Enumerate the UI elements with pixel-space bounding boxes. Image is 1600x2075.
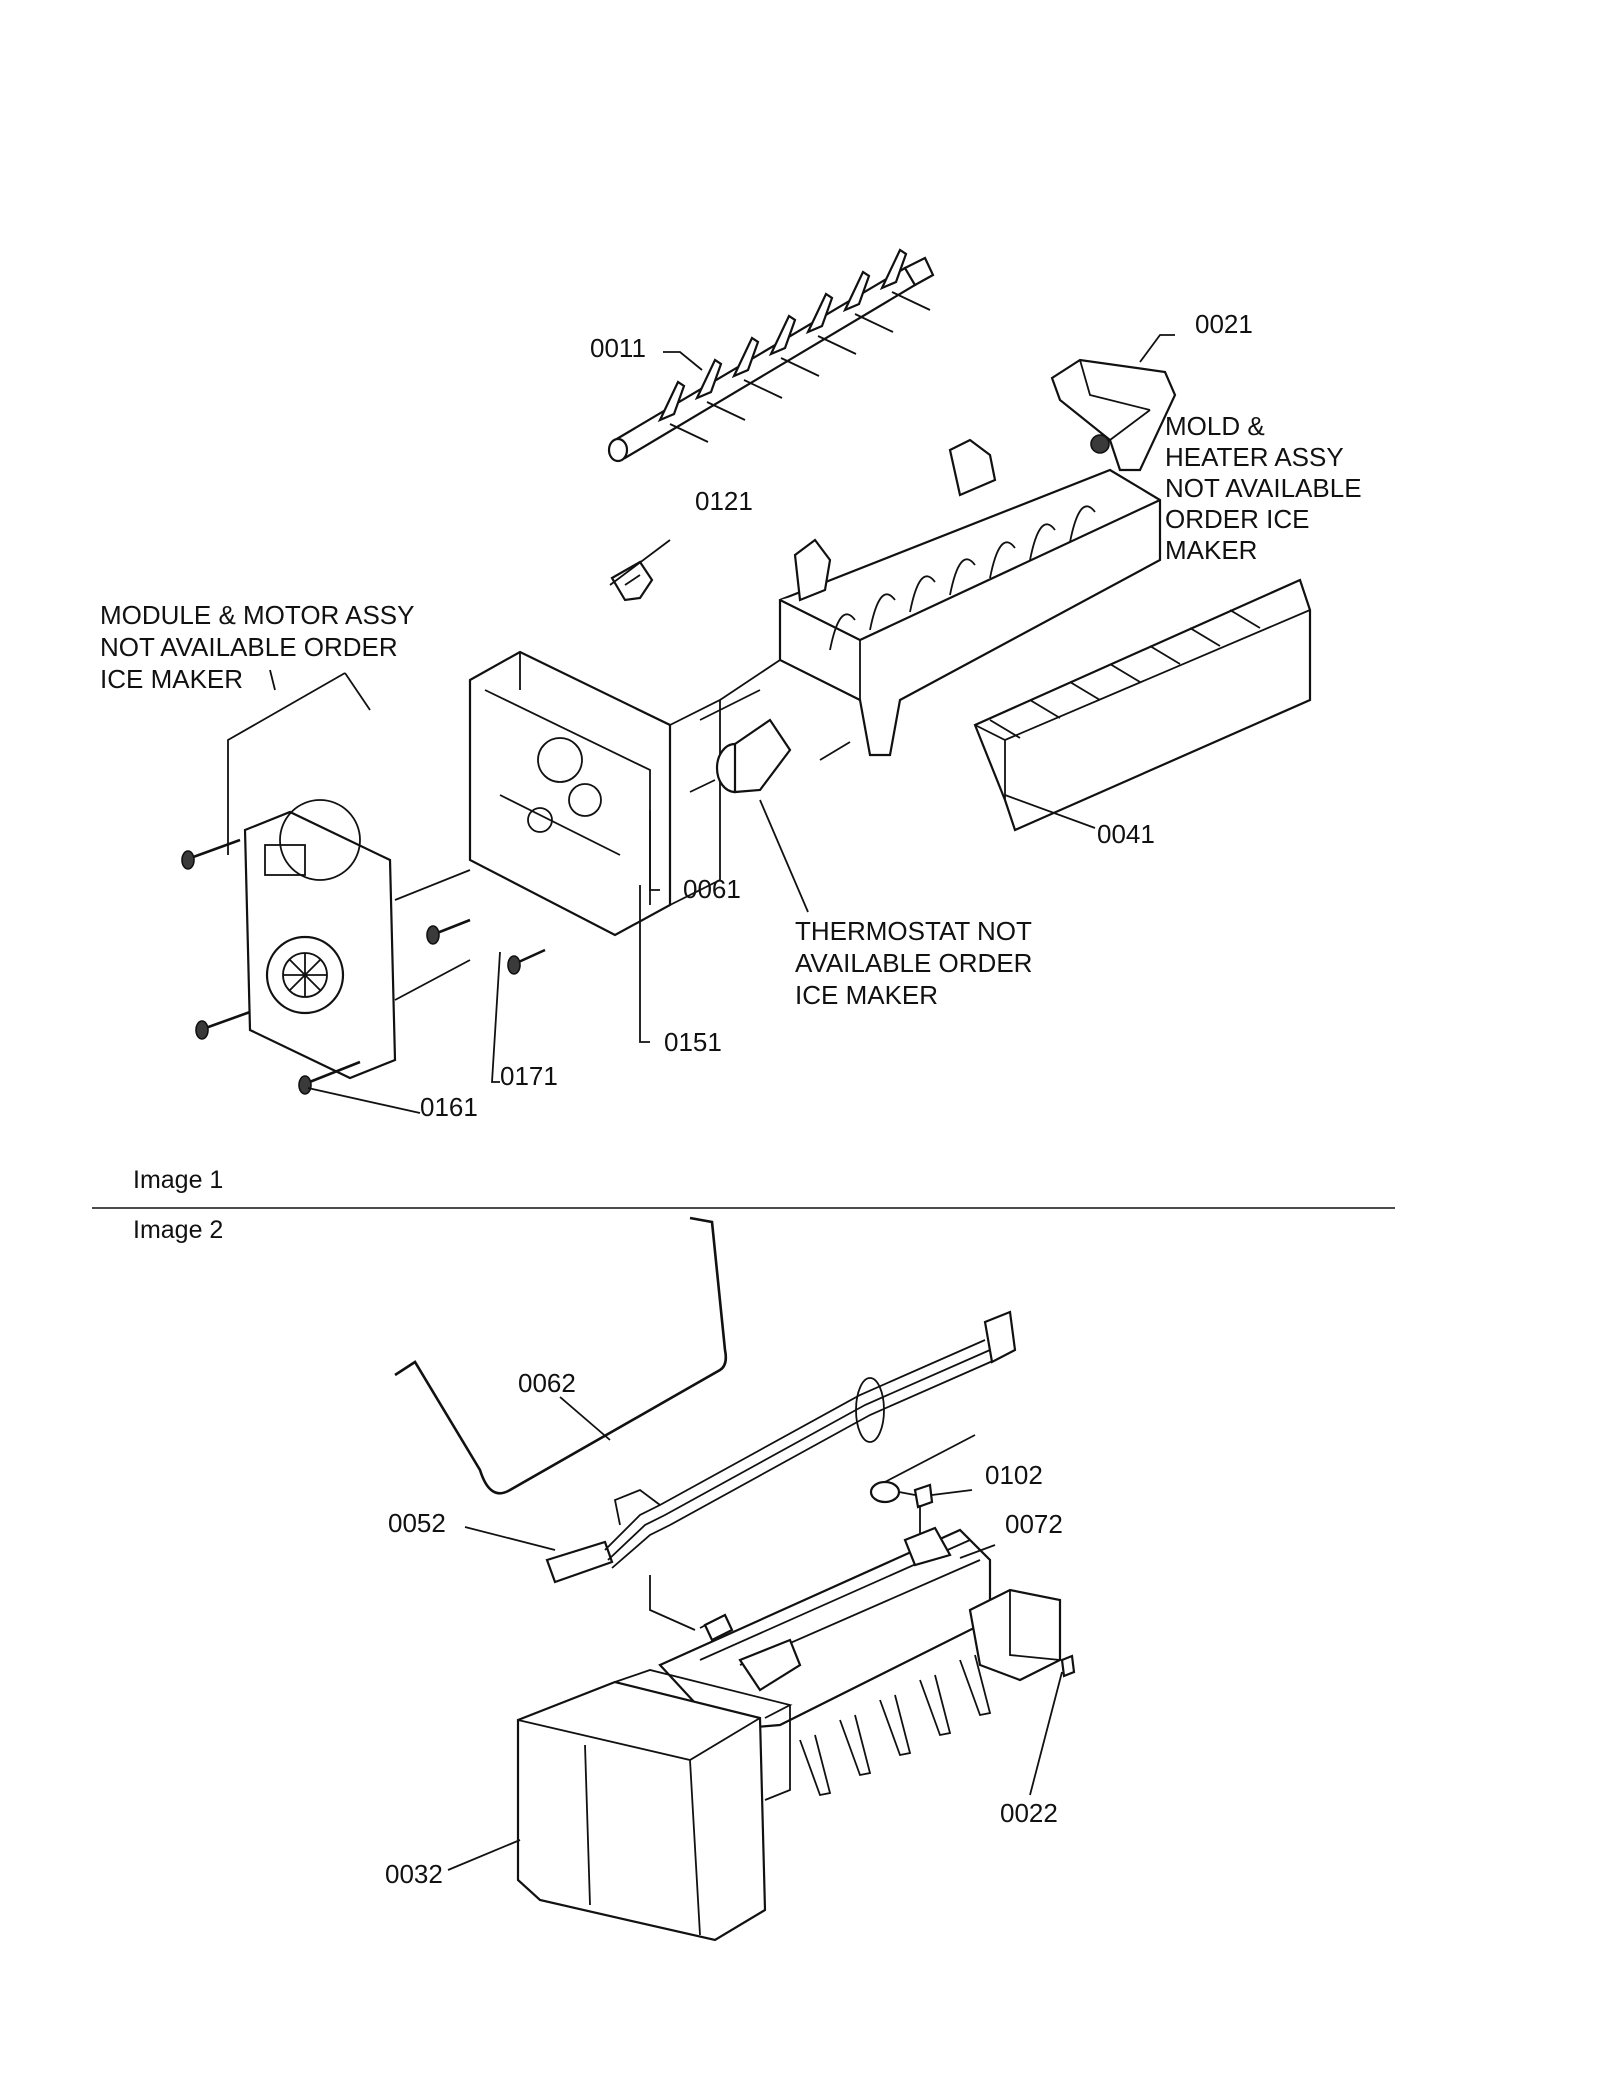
part-label-0022: 0022 bbox=[1000, 1798, 1058, 1828]
part-label-0171: 0171 bbox=[500, 1061, 558, 1091]
ejector-shaft-drawing bbox=[607, 248, 935, 463]
note-mold-heater-assy: MOLD & HEATER ASSY NOT AVAILABLE ORDER I… bbox=[1165, 411, 1362, 565]
mold-heater-assembly-drawing bbox=[699, 438, 1162, 757]
svg-text:MAKER: MAKER bbox=[1165, 535, 1257, 565]
clip-drawing bbox=[610, 560, 654, 602]
part-label-0061: 0061 bbox=[683, 874, 741, 904]
image-2-assembled-view: Image 2 bbox=[133, 1216, 1076, 1942]
part-label-0161: 0161 bbox=[420, 1092, 478, 1122]
note-thermostat: THERMOSTAT NOT AVAILABLE ORDER ICE MAKER bbox=[795, 916, 1032, 1010]
stripper-end-drawing bbox=[1050, 358, 1177, 472]
thermostat-drawing bbox=[689, 718, 851, 794]
svg-text:ICE MAKER: ICE MAKER bbox=[795, 980, 938, 1010]
part-label-0052: 0052 bbox=[388, 1508, 446, 1538]
svg-text:NOT AVAILABLE: NOT AVAILABLE bbox=[1165, 473, 1362, 503]
module-motor-housing-drawing bbox=[468, 650, 721, 937]
svg-text:AVAILABLE ORDER: AVAILABLE ORDER bbox=[795, 948, 1032, 978]
part-label-0121: 0121 bbox=[695, 486, 753, 516]
shield-drawing bbox=[973, 578, 1312, 832]
part-label-0041: 0041 bbox=[1097, 819, 1155, 849]
image-2-caption: Image 2 bbox=[133, 1216, 223, 1244]
part-label-0072: 0072 bbox=[1005, 1509, 1063, 1539]
part-label-0032: 0032 bbox=[385, 1859, 443, 1889]
svg-text:NOT AVAILABLE ORDER: NOT AVAILABLE ORDER bbox=[100, 632, 398, 662]
svg-text:THERMOSTAT NOT: THERMOSTAT NOT bbox=[795, 916, 1032, 946]
screws-drawing bbox=[181, 838, 546, 1095]
svg-text:MODULE & MOTOR ASSY: MODULE & MOTOR ASSY bbox=[100, 600, 414, 630]
fill-arm-wire-drawing bbox=[394, 1216, 728, 1495]
svg-text:HEATER ASSY: HEATER ASSY bbox=[1165, 442, 1344, 472]
part-label-0011: 0011 bbox=[590, 333, 646, 363]
part-label-0151: 0151 bbox=[664, 1027, 722, 1057]
image-1-leader-lines bbox=[227, 334, 1175, 1114]
image-2-leader-lines bbox=[447, 1396, 1063, 1871]
note-module-motor-assy: MODULE & MOTOR ASSY NOT AVAILABLE ORDER … bbox=[100, 600, 414, 694]
svg-text:ICE MAKER: ICE MAKER bbox=[100, 664, 243, 694]
svg-text:ORDER ICE: ORDER ICE bbox=[1165, 504, 1309, 534]
image-1-caption: Image 1 bbox=[133, 1166, 223, 1194]
motor-plate-drawing bbox=[243, 799, 471, 1080]
front-cover-drawing bbox=[516, 1669, 793, 1942]
svg-text:MOLD &: MOLD & bbox=[1165, 411, 1265, 441]
part-label-0102: 0102 bbox=[985, 1460, 1043, 1490]
part-label-0062: 0062 bbox=[518, 1368, 576, 1398]
part-label-0021: 0021 bbox=[1195, 309, 1253, 339]
thermostat-small-drawing bbox=[869, 1434, 976, 1565]
wire-harness-drawing bbox=[545, 1310, 1017, 1584]
image-1-exploded-view: 0011 0021 0121 0041 0061 0151 0171 0161 … bbox=[100, 248, 1362, 1194]
